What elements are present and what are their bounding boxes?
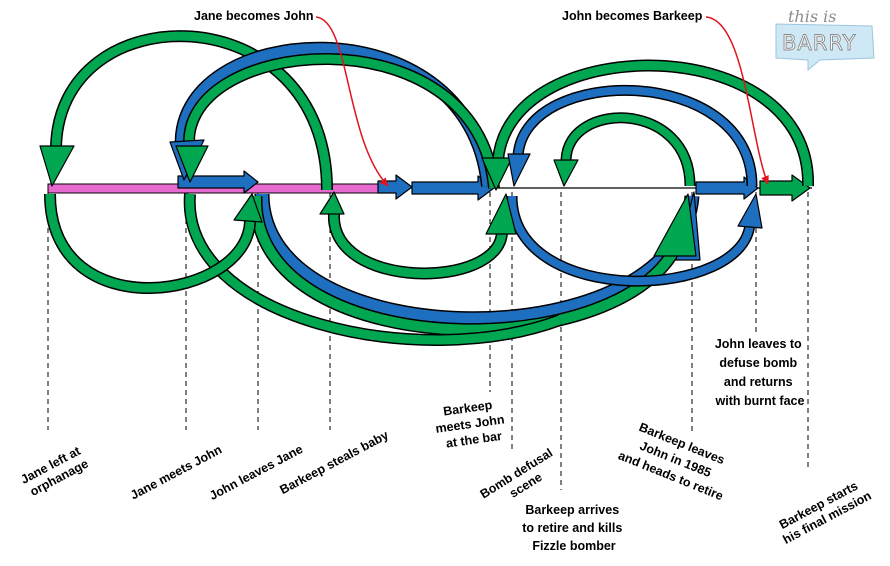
- event-label-1985: Barkeep leaves John in 1985 and heads to…: [616, 417, 738, 503]
- event-label-bar: Barkeep meets John at the bar: [432, 396, 511, 452]
- logo-line1: this is: [788, 7, 836, 26]
- arrowhead-1985-green: [653, 193, 697, 257]
- event-label-final: Barkeep starts his final mission: [774, 475, 874, 547]
- event-labels: Jane left at orphanage Jane meets John J…: [18, 337, 873, 553]
- arrowhead-bar-up: [485, 193, 517, 235]
- barry-logo: this is BARRY: [775, 7, 875, 72]
- event-label-steals: Barkeep steals baby: [277, 428, 390, 497]
- arrowhead-leaves: [233, 193, 263, 223]
- arrowhead-burnt: [737, 193, 763, 229]
- callout-jane-becomes-john: Jane becomes John: [194, 9, 314, 23]
- logo-line2: BARRY: [782, 31, 856, 55]
- event-label-retire: Barkeep arrives to retire and kills Fizz…: [522, 503, 626, 553]
- loop-arrowheads: [39, 139, 763, 261]
- blue-arrow-to-bar: [411, 175, 495, 201]
- blue-arrow-1985: [695, 176, 759, 200]
- blue-arrow-becomes-john: [377, 174, 413, 200]
- callout-arrows: [315, 16, 769, 187]
- event-label-orphanage: Jane left at orphanage: [18, 442, 92, 500]
- arrowhead-bar-green: [481, 157, 513, 191]
- arrowhead-bomb: [507, 153, 531, 187]
- red-arrow-jane-becomes-john: [315, 16, 389, 187]
- arrowhead-meets-green: [175, 145, 209, 183]
- green-arrow-final: [759, 174, 811, 202]
- arrowhead-retire: [553, 159, 579, 187]
- arrowhead-orphanage: [39, 145, 75, 187]
- green-loop-bottom-left: [44, 193, 256, 294]
- blue-arrow-meets: [177, 170, 259, 194]
- event-label-burnt: John leaves to defuse bomb and returns w…: [715, 337, 806, 408]
- logo-speech-bubble: [775, 23, 875, 72]
- red-arrow-john-becomes-barkeep: [705, 16, 769, 185]
- arrowhead-steals: [319, 191, 345, 215]
- callout-john-becomes-barkeep: John becomes Barkeep: [562, 9, 703, 23]
